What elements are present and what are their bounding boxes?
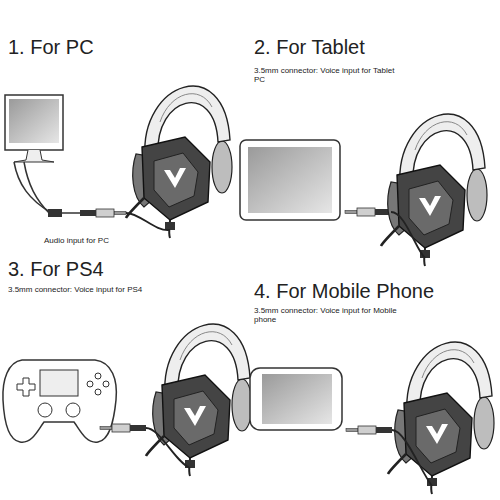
panel-title: 4. For Mobile Phone: [254, 280, 434, 303]
connection-note: Audio input for PC: [44, 236, 109, 245]
connection-note: 3.5mm connector: Voice input for Mobile …: [254, 306, 404, 324]
panel-title: 2. For Tablet: [254, 36, 365, 59]
panel-title: 1. For PC: [8, 36, 94, 59]
connection-note: 3.5mm connector: Voice input for Tablet …: [254, 66, 404, 84]
panel-title: 3. For PS4: [8, 258, 104, 281]
connection-note: 3.5mm connector: Voice input for PS4: [8, 285, 142, 294]
